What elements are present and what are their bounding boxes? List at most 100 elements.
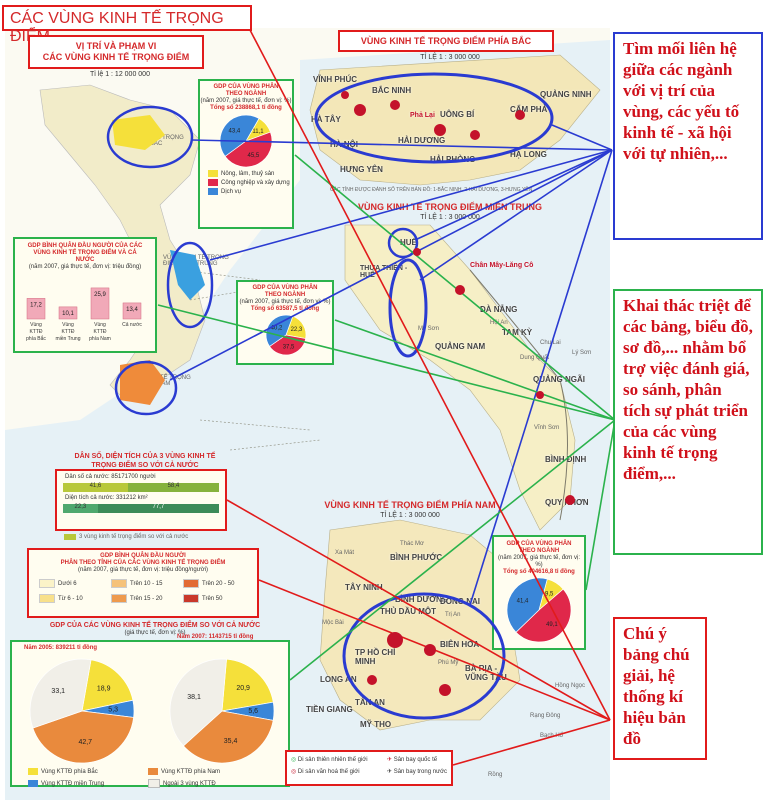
north-region-title: VÙNG KINH TẾ TRỌNG ĐIỂM PHÍA BẮC	[360, 36, 532, 46]
city-tam-ky: TAM KỲ	[502, 328, 533, 337]
gdp-per-capita-panel: GDP BÌNH QUÂN ĐẦU NGƯỜI CỦA CÁC VÙNG KIN…	[13, 237, 157, 353]
legend-north-kttd: Vùng KTTĐ phía Bắc	[28, 768, 148, 775]
city-phu-my: Phú Mỹ	[438, 660, 459, 666]
pop-area-title: DÂN SỐ, DIỆN TÍCH CỦA 3 VÙNG KINH TẾ TRỌ…	[74, 453, 216, 469]
legend-industry-label: Công nghiệp và xây dựng	[221, 179, 290, 186]
natural-heritage-icon: ◎	[291, 757, 297, 763]
north-region-title-box: VÙNG KINH TẾ TRỌNG ĐIỂM PHÍA BẮC	[338, 30, 554, 52]
city-quang-ngai: QUẢNG NGÃI	[533, 375, 585, 384]
note-legend: Chú ý bảng chú giải, hệ thống kí hiệu bả…	[613, 617, 707, 760]
gdp-compare-subtitle: (giá thực tế, đơn vị: %)	[124, 630, 186, 636]
city-hue: HUẾ	[400, 238, 417, 247]
pie-label-0: 20,9	[236, 685, 250, 692]
pie-label-3: 38,1	[187, 694, 201, 701]
city-tp-hcm: TP HỒ CHÍ MINH	[355, 648, 396, 666]
area-bar: 22,3 77,7	[63, 504, 219, 513]
gdppc-class-0: Dưới 6	[39, 579, 103, 588]
map-symbol-grid: ◎ Di sản thiên nhiên thế giới ✈ Sân bay …	[287, 752, 451, 779]
city-bach-ho: Bạch Hổ	[540, 733, 564, 739]
city-moc-bai: Mộc Bài	[322, 620, 344, 626]
pie-label-2: 40,2	[271, 326, 283, 332]
pop-bar: 41,6 58,4	[63, 483, 219, 492]
legend-agriculture: Nông, lâm, thuỷ sản	[208, 170, 292, 177]
city-vinh-son: Vĩnh Sơn	[534, 425, 560, 431]
legend-industry: Công nghiệp và xây dựng	[208, 179, 292, 186]
legend-south-kttd: Vùng KTTĐ phía Nam	[148, 768, 268, 775]
city-quang-ninh: QUẢNG NINH	[540, 90, 592, 99]
gdppc-class-3-label: Trên 15 - 20	[130, 595, 163, 602]
gdppc-classes: Dưới 6 Trên 10 - 15 Trên 20 - 50 Từ 6 - …	[29, 574, 257, 608]
gdp-per-capita-title: GDP BÌNH QUÂN ĐẦU NGƯỜI CỦA CÁC VÙNG KIN…	[27, 243, 143, 263]
central-region-title: VÙNG KINH TẾ TRỌNG ĐIỂM MIỀN TRUNG	[358, 202, 542, 212]
gdp-north-title: GDP CỦA VÙNG PHÂN THEO NGÀNH	[213, 84, 279, 97]
gdp-compare-title: GDP CỦA CÁC VÙNG KINH TẾ TRỌNG ĐIỂM SO V…	[49, 622, 261, 629]
domestic-airport-label: Sân bay trong nước	[393, 769, 448, 775]
map-symbol-legend: ◎ Di sản thiên nhiên thế giới ✈ Sân bay …	[285, 750, 453, 786]
gdp-north-total: Tổng số 238868,1 tỉ đồng	[210, 105, 282, 111]
gdppc-class-2: Trên 10 - 15	[111, 579, 175, 588]
gdp-compare-panel: Năm 2005: 839211 tỉ đồng Năm 2007: 11437…	[10, 634, 290, 790]
gdp-south-subtitle: (năm 2007, giá thực tế, đơn vị: %)	[498, 555, 580, 568]
pie-label-0: 18,9	[97, 686, 111, 693]
north-region-caption: CÁC TỈNH ĐƯỢC ĐÁNH SỐ TRÊN BẢN ĐỒ: 1-BẮC…	[330, 187, 533, 193]
pie-label-0: 11,1	[252, 129, 264, 135]
city-bien-hoa: BIÊN HÒA	[440, 640, 480, 649]
pie-label-2: 42,7	[78, 739, 92, 746]
city-chan-may: Chân Mây-Lăng Cô	[470, 262, 534, 269]
central-region-scale: TỈ LỆ 1 : 3 000 000	[420, 214, 480, 221]
gdppc-class-3: Trên 15 - 20	[111, 594, 175, 603]
gdp-south-panel: GDP CỦA VÙNG PHÂN THEO NGÀNH (năm 2007, …	[492, 535, 586, 650]
gdp-south-pie: 9,549,141,4	[506, 577, 572, 643]
pop-area-note-label: 3 vùng kinh tế trọng điểm so với cả nước	[79, 534, 189, 540]
pie-label-3: 33,1	[51, 688, 65, 695]
city-uong-bi: UÔNG BÍ	[440, 110, 475, 119]
bar-1	[58, 306, 78, 320]
legend-services: Dịch vụ	[208, 188, 292, 195]
city-rang-dong: Rạng Đông	[530, 713, 561, 719]
bar-3	[122, 302, 142, 320]
intl-airport-label: Sân bay quốc tế	[393, 757, 438, 763]
bar-category-0: KTTĐ	[29, 329, 42, 335]
gdp-north-subtitle: (năm 2007, giá thực tế, đơn vị: %)	[200, 98, 292, 104]
overview-map-scale: Tỉ lệ 1 : 12 000 000	[90, 71, 150, 78]
pie-label-1: 45,5	[248, 153, 260, 159]
pop-label: Dân số cả nước: 85171700 người	[65, 474, 156, 480]
area-label: Diện tích cả nước: 331212 km²	[65, 495, 148, 501]
gdppc-class-0-label: Dưới 6	[58, 580, 77, 587]
gdp-north-panel: GDP CỦA VÙNG PHÂN THEO NGÀNH (năm 2007, …	[198, 79, 294, 229]
legend-south-kttd-label: Vùng KTTĐ phía Nam	[161, 768, 221, 775]
city-pha-lai: Phả Lại	[410, 112, 435, 119]
pop-area-box: Dân số cả nước: 85171700 người 41,6 58,4…	[55, 469, 227, 531]
bar-value-1: 10,1	[62, 311, 74, 317]
overview-map-title-line1: VỊ TRÍ VÀ PHẠM VI	[75, 41, 157, 51]
city-xa-mat: Xa Mát	[335, 550, 355, 556]
gdppc-class-2-label: Trên 10 - 15	[130, 580, 163, 587]
gdp-central-total: Tổng số 63587,5 tỉ đồng	[250, 306, 320, 312]
cultural-heritage-label: Di sản văn hoá thế giới	[297, 769, 360, 775]
natural-heritage-label: Di sản thiên nhiên thế giới	[297, 757, 368, 763]
city-hoi-an: Hội An	[490, 320, 508, 326]
city-cam-pha: CẨM PHẢ	[510, 105, 548, 114]
bar-category-1: miền Trung	[55, 336, 80, 342]
city-tan-an: TÂN AN	[355, 698, 385, 707]
pie-label-2: 41,4	[517, 598, 529, 604]
gdp-compare-2005: Năm 2005: 839211 tỉ đồng	[24, 645, 98, 651]
gdppc-class-5-label: Trên 50	[202, 595, 223, 602]
city-hung-yen: HƯNG YÊN	[340, 165, 383, 174]
overview-map-title-box: VỊ TRÍ VÀ PHẠM VI CÁC VÙNG KINH TẾ TRỌNG…	[28, 35, 204, 69]
gdp-central-title: GDP CỦA VÙNG PHÂN THEO NGÀNH	[252, 285, 318, 298]
gdp-compare-2007: Năm 2007: 1143715 tỉ đồng	[177, 634, 254, 640]
bar-category-2: Vùng	[94, 322, 106, 328]
domestic-airport-icon: ✈	[387, 769, 393, 775]
gdp-north-pie: 11,145,543,4	[219, 114, 273, 168]
symbol-natural-heritage: ◎ Di sản thiên nhiên thế giới	[291, 756, 387, 763]
city-hong-ngoc: Hồng Ngọc	[555, 683, 586, 689]
gdp-south-total: Tổng số 404616,8 tỉ đồng	[503, 569, 575, 575]
city-binh-dinh: BÌNH ĐỊNH	[545, 455, 587, 464]
pie-slice-3	[29, 658, 92, 729]
area-bar-other: 77,7	[97, 504, 219, 513]
gdp-compare-legend: Vùng KTTĐ phía Bắc Vùng KTTĐ phía Nam Vù…	[28, 766, 268, 790]
city-tay-ninh: TÂY NINH	[345, 583, 383, 592]
symbol-cultural-heritage: ◎ Di sản văn hoá thế giới	[291, 768, 387, 775]
gdp-per-capita-map-legend: GDP BÌNH QUÂN ĐẦU NGƯỜI PHÂN THEO TỈNH C…	[27, 548, 259, 618]
